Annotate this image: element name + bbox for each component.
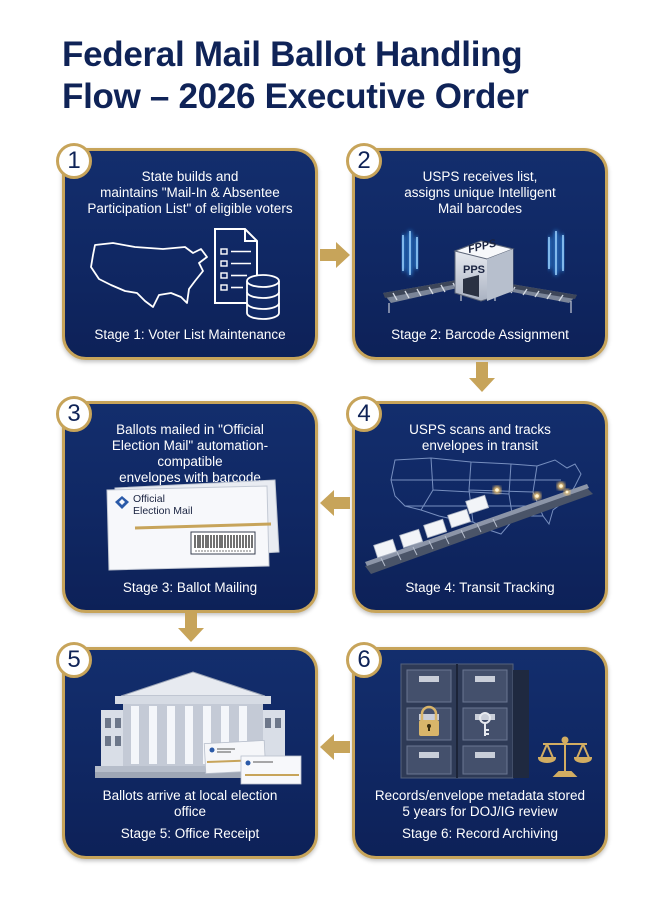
scales-icon [539, 738, 591, 777]
stage-3-description-line: Ballots mailed in "Official [83, 422, 297, 438]
stage-2-card: USPS receives list, assigns unique Intel… [352, 148, 608, 360]
stage-4-label: Stage 4: Transit Tracking [361, 580, 599, 596]
stage-2-label: Stage 2: Barcode Assignment [361, 327, 599, 343]
stage-2-description: USPS receives list, assigns unique Intel… [373, 169, 587, 217]
stage-5-description-line: Ballots arrive at local election [83, 788, 297, 804]
stage-3-illustration: Official Election Mail [95, 476, 295, 576]
stage-1-description-line: Participation List" of eligible voters [83, 201, 297, 217]
stage-6-label: Stage 6: Record Archiving [361, 826, 599, 842]
envelope-icon: Official Election Mail [107, 480, 279, 570]
stage-6-illustration [395, 658, 595, 782]
stage-6-description-line: Records/envelope metadata stored [373, 788, 587, 804]
stage-5-number-badge: 5 [56, 642, 92, 678]
stage-1-description-line: maintains "Mail-In & Absentee [83, 185, 297, 201]
stage-5-description: Ballots arrive at local election office [83, 788, 297, 820]
stage-1-card: State builds and maintains "Mail-In & Ab… [62, 148, 318, 360]
arrow-3-to-5-icon [176, 610, 206, 644]
stage-1-description: State builds and maintains "Mail-In & Ab… [83, 169, 297, 217]
database-icon [247, 275, 279, 319]
stage-6-description-line: 5 years for DOJ/IG review [373, 804, 587, 820]
stage-2-description-line: Mail barcodes [373, 201, 587, 217]
stage-5-illustration [95, 666, 305, 786]
title-line-2: Flow – 2026 Executive Order [62, 76, 622, 118]
envelope-label-line-1: Official [133, 493, 165, 505]
stage-1-label: Stage 1: Voter List Maintenance [71, 327, 309, 343]
stage-2-illustration: FPPS PPS [363, 221, 597, 321]
arrow-1-to-2-icon [318, 240, 352, 270]
stage-6-description: Records/envelope metadata stored 5 years… [373, 788, 587, 820]
stage-5-description-line: office [83, 804, 297, 820]
stage-6-card: Records/envelope metadata stored 5 years… [352, 647, 608, 859]
stage-1-number-badge: 1 [56, 143, 92, 179]
barcode-scanner-icon: FPPS PPS [455, 237, 513, 301]
stage-4-number-badge: 4 [346, 396, 382, 432]
arrow-2-to-4-icon [467, 360, 497, 394]
stage-2-description-line: USPS receives list, [373, 169, 587, 185]
stage-4-description-line: USPS scans and tracks [373, 422, 587, 438]
stage-1-description-line: State builds and [83, 169, 297, 185]
pps-label: PPS [463, 264, 485, 276]
stage-3-card: Ballots mailed in "Official Election Mai… [62, 401, 318, 613]
stage-6-number-badge: 6 [346, 642, 382, 678]
stage-4-illustration [361, 450, 599, 574]
arrow-4-to-3-icon [318, 488, 352, 518]
page-title: Federal Mail Ballot Handling Flow – 2026… [62, 34, 622, 118]
stage-3-number-badge: 3 [56, 396, 92, 432]
stage-5-card: Ballots arrive at local election office … [62, 647, 318, 859]
arrow-6-to-5-icon [318, 732, 352, 762]
envelope-label-line-2: Election Mail [133, 505, 193, 517]
stage-3-label: Stage 3: Ballot Mailing [71, 580, 309, 596]
stage-2-number-badge: 2 [346, 143, 382, 179]
stage-5-label: Stage 5: Office Receipt [71, 826, 309, 842]
conveyor-icon [365, 484, 593, 574]
us-map-icon [91, 243, 207, 307]
stage-2-description-line: assigns unique Intelligent [373, 185, 587, 201]
title-line-1: Federal Mail Ballot Handling [62, 34, 622, 76]
stage-3-description-line: Election Mail" automation-compatible [83, 438, 297, 470]
stage-1-illustration [75, 223, 305, 323]
stage-4-card: USPS scans and tracks envelopes in trans… [352, 401, 608, 613]
